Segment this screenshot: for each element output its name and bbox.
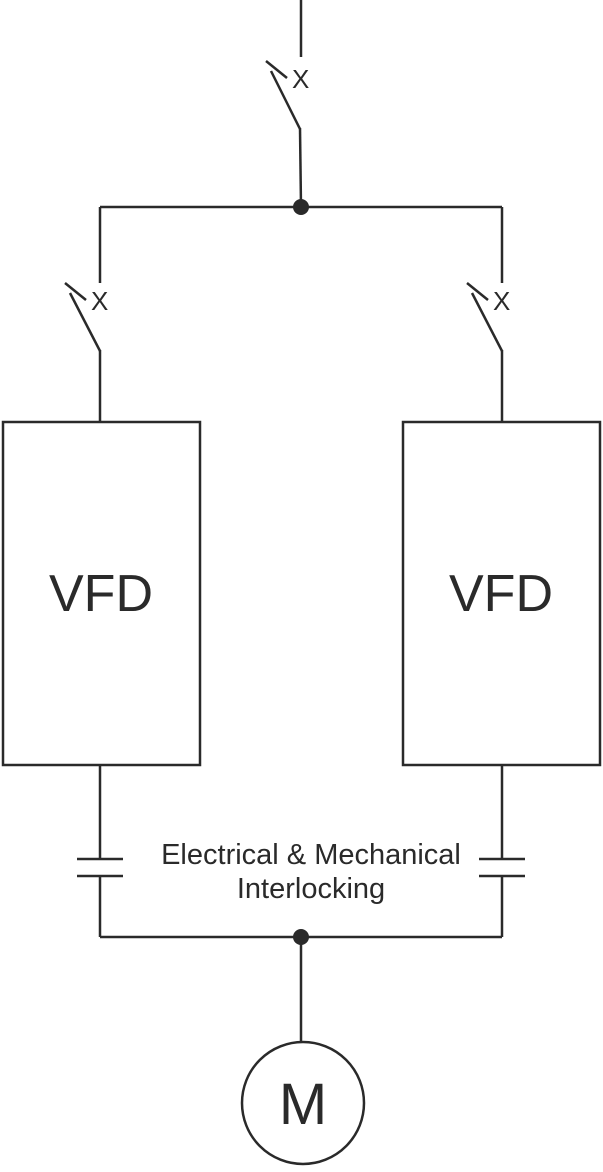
breaker-x-mark: X [292,64,309,94]
vfd-label-left: VFD [49,565,153,623]
right-branch: X VFD [401,207,602,937]
interlock-annotation: Electrical & Mechanical Interlocking [161,839,461,905]
switch-contact-tick-icon [265,60,288,79]
switch-lower-wire [298,127,303,208]
vfd-label-right: VFD [449,565,553,623]
motor-label: M [279,1072,327,1137]
junction-node-top [293,199,309,215]
interlock-text-line2: Interlocking [237,873,385,905]
switch-blade-icon [470,292,504,352]
motor: M [240,937,366,1166]
switch-contact-tick-icon [64,282,87,301]
disconnect-switch-top: X [265,60,309,208]
vfd-box-right [401,420,602,767]
disconnect-switch-left: X [64,282,108,422]
motor-circle-icon [240,1040,366,1166]
switch-blade-icon [68,292,102,352]
interlock-text-line1: Electrical & Mechanical [161,839,461,871]
switch-contact-tick-icon [466,282,489,301]
top-bus [100,199,502,215]
contactor-right-icon [479,857,525,878]
breaker-x-mark: X [91,286,108,316]
left-branch: X VFD [1,207,202,937]
contactor-left-icon [77,857,123,878]
vfd-box-left [1,420,202,767]
switch-blade-icon [269,70,302,130]
breaker-x-mark: X [493,286,510,316]
disconnect-switch-right: X [466,282,510,422]
